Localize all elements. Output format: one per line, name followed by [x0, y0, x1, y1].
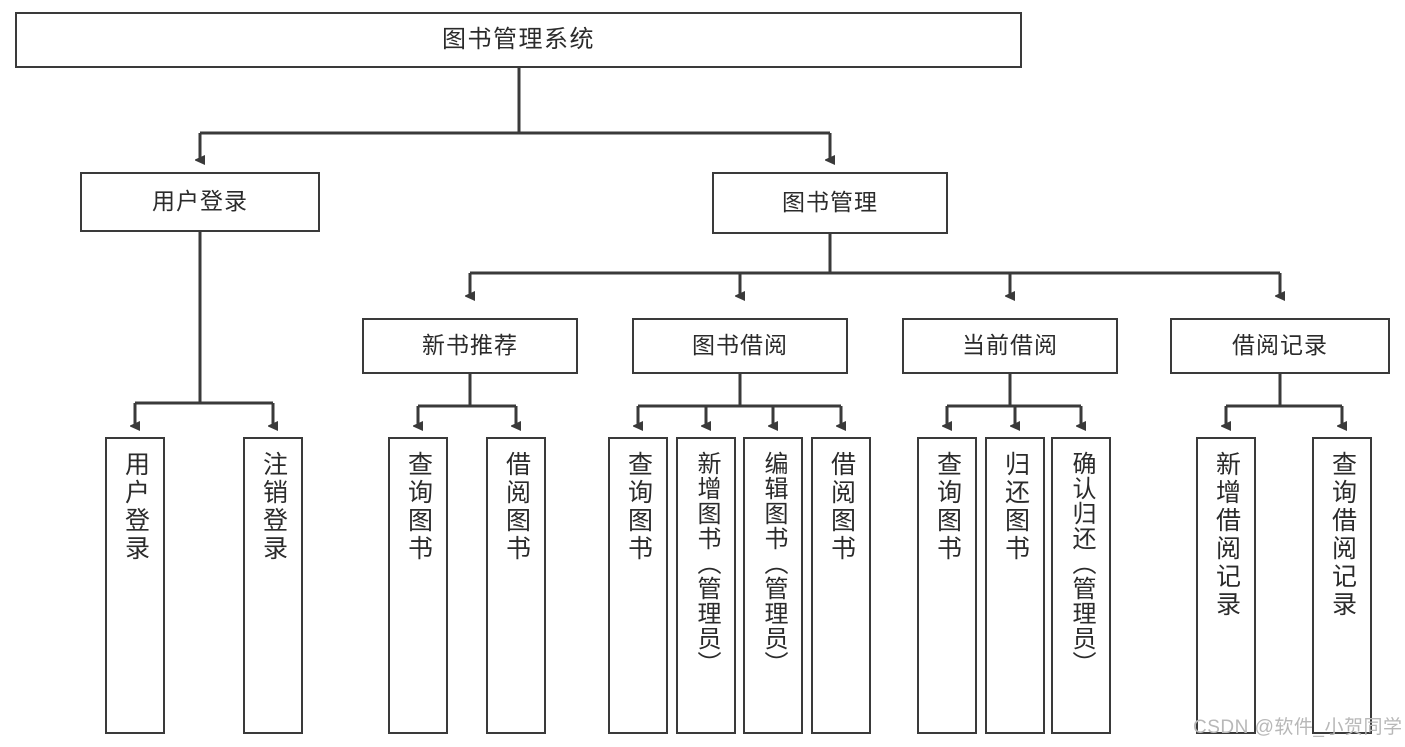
node-leaf-user-login[interactable]: 用户登录	[105, 437, 165, 734]
node-root[interactable]: 图书管理系统	[15, 12, 1022, 68]
node-leaf-query-record-label: 查询借阅记录	[1328, 451, 1357, 619]
node-current-borrow[interactable]: 当前借阅	[902, 318, 1118, 374]
node-book-borrow[interactable]: 图书借阅	[632, 318, 848, 374]
node-leaf-borrow-book-rec-label: 借阅图书	[502, 451, 531, 563]
node-leaf-borrow-book-rec[interactable]: 借阅图书	[486, 437, 546, 734]
node-new-book-rec[interactable]: 新书推荐	[362, 318, 578, 374]
node-leaf-add-record[interactable]: 新增借阅记录	[1196, 437, 1256, 734]
node-borrow-record-label: 借阅记录	[1232, 332, 1328, 359]
node-root-label: 图书管理系统	[442, 25, 595, 53]
node-leaf-query-record[interactable]: 查询借阅记录	[1312, 437, 1372, 734]
node-book-manage[interactable]: 图书管理	[712, 172, 948, 234]
node-leaf-logout[interactable]: 注销登录	[243, 437, 303, 734]
node-leaf-add-book-label: 新增图书（管理员）	[693, 451, 720, 676]
node-leaf-confirm-return-label: 确认归还（管理员）	[1068, 451, 1095, 676]
node-book-manage-label: 图书管理	[782, 189, 878, 216]
node-leaf-query-book-borrow-label: 查询图书	[624, 451, 653, 563]
node-user-login[interactable]: 用户登录	[80, 172, 320, 232]
node-user-login-label: 用户登录	[152, 188, 248, 215]
node-leaf-query-book-borrow[interactable]: 查询图书	[608, 437, 668, 734]
node-leaf-query-book-cur-label: 查询图书	[933, 451, 962, 563]
node-leaf-return-book-label: 归还图书	[1001, 451, 1030, 563]
node-leaf-query-book-rec-label: 查询图书	[404, 451, 433, 563]
node-current-borrow-label: 当前借阅	[962, 332, 1058, 359]
node-leaf-borrow-book-label: 借阅图书	[827, 451, 856, 563]
node-borrow-record[interactable]: 借阅记录	[1170, 318, 1390, 374]
node-leaf-user-login-label: 用户登录	[121, 451, 150, 563]
node-leaf-query-book-rec[interactable]: 查询图书	[388, 437, 448, 734]
node-leaf-return-book[interactable]: 归还图书	[985, 437, 1045, 734]
node-leaf-confirm-return[interactable]: 确认归还（管理员）	[1051, 437, 1111, 734]
node-leaf-edit-book[interactable]: 编辑图书（管理员）	[743, 437, 803, 734]
node-leaf-add-book[interactable]: 新增图书（管理员）	[676, 437, 736, 734]
node-book-borrow-label: 图书借阅	[692, 332, 788, 359]
node-leaf-logout-label: 注销登录	[259, 451, 288, 563]
node-new-book-rec-label: 新书推荐	[422, 332, 518, 359]
node-leaf-edit-book-label: 编辑图书（管理员）	[760, 451, 787, 676]
node-leaf-borrow-book[interactable]: 借阅图书	[811, 437, 871, 734]
csdn-watermark: CSDN @软件_小贺同学	[1193, 717, 1403, 738]
node-leaf-add-record-label: 新增借阅记录	[1212, 451, 1241, 619]
node-leaf-query-book-cur[interactable]: 查询图书	[917, 437, 977, 734]
